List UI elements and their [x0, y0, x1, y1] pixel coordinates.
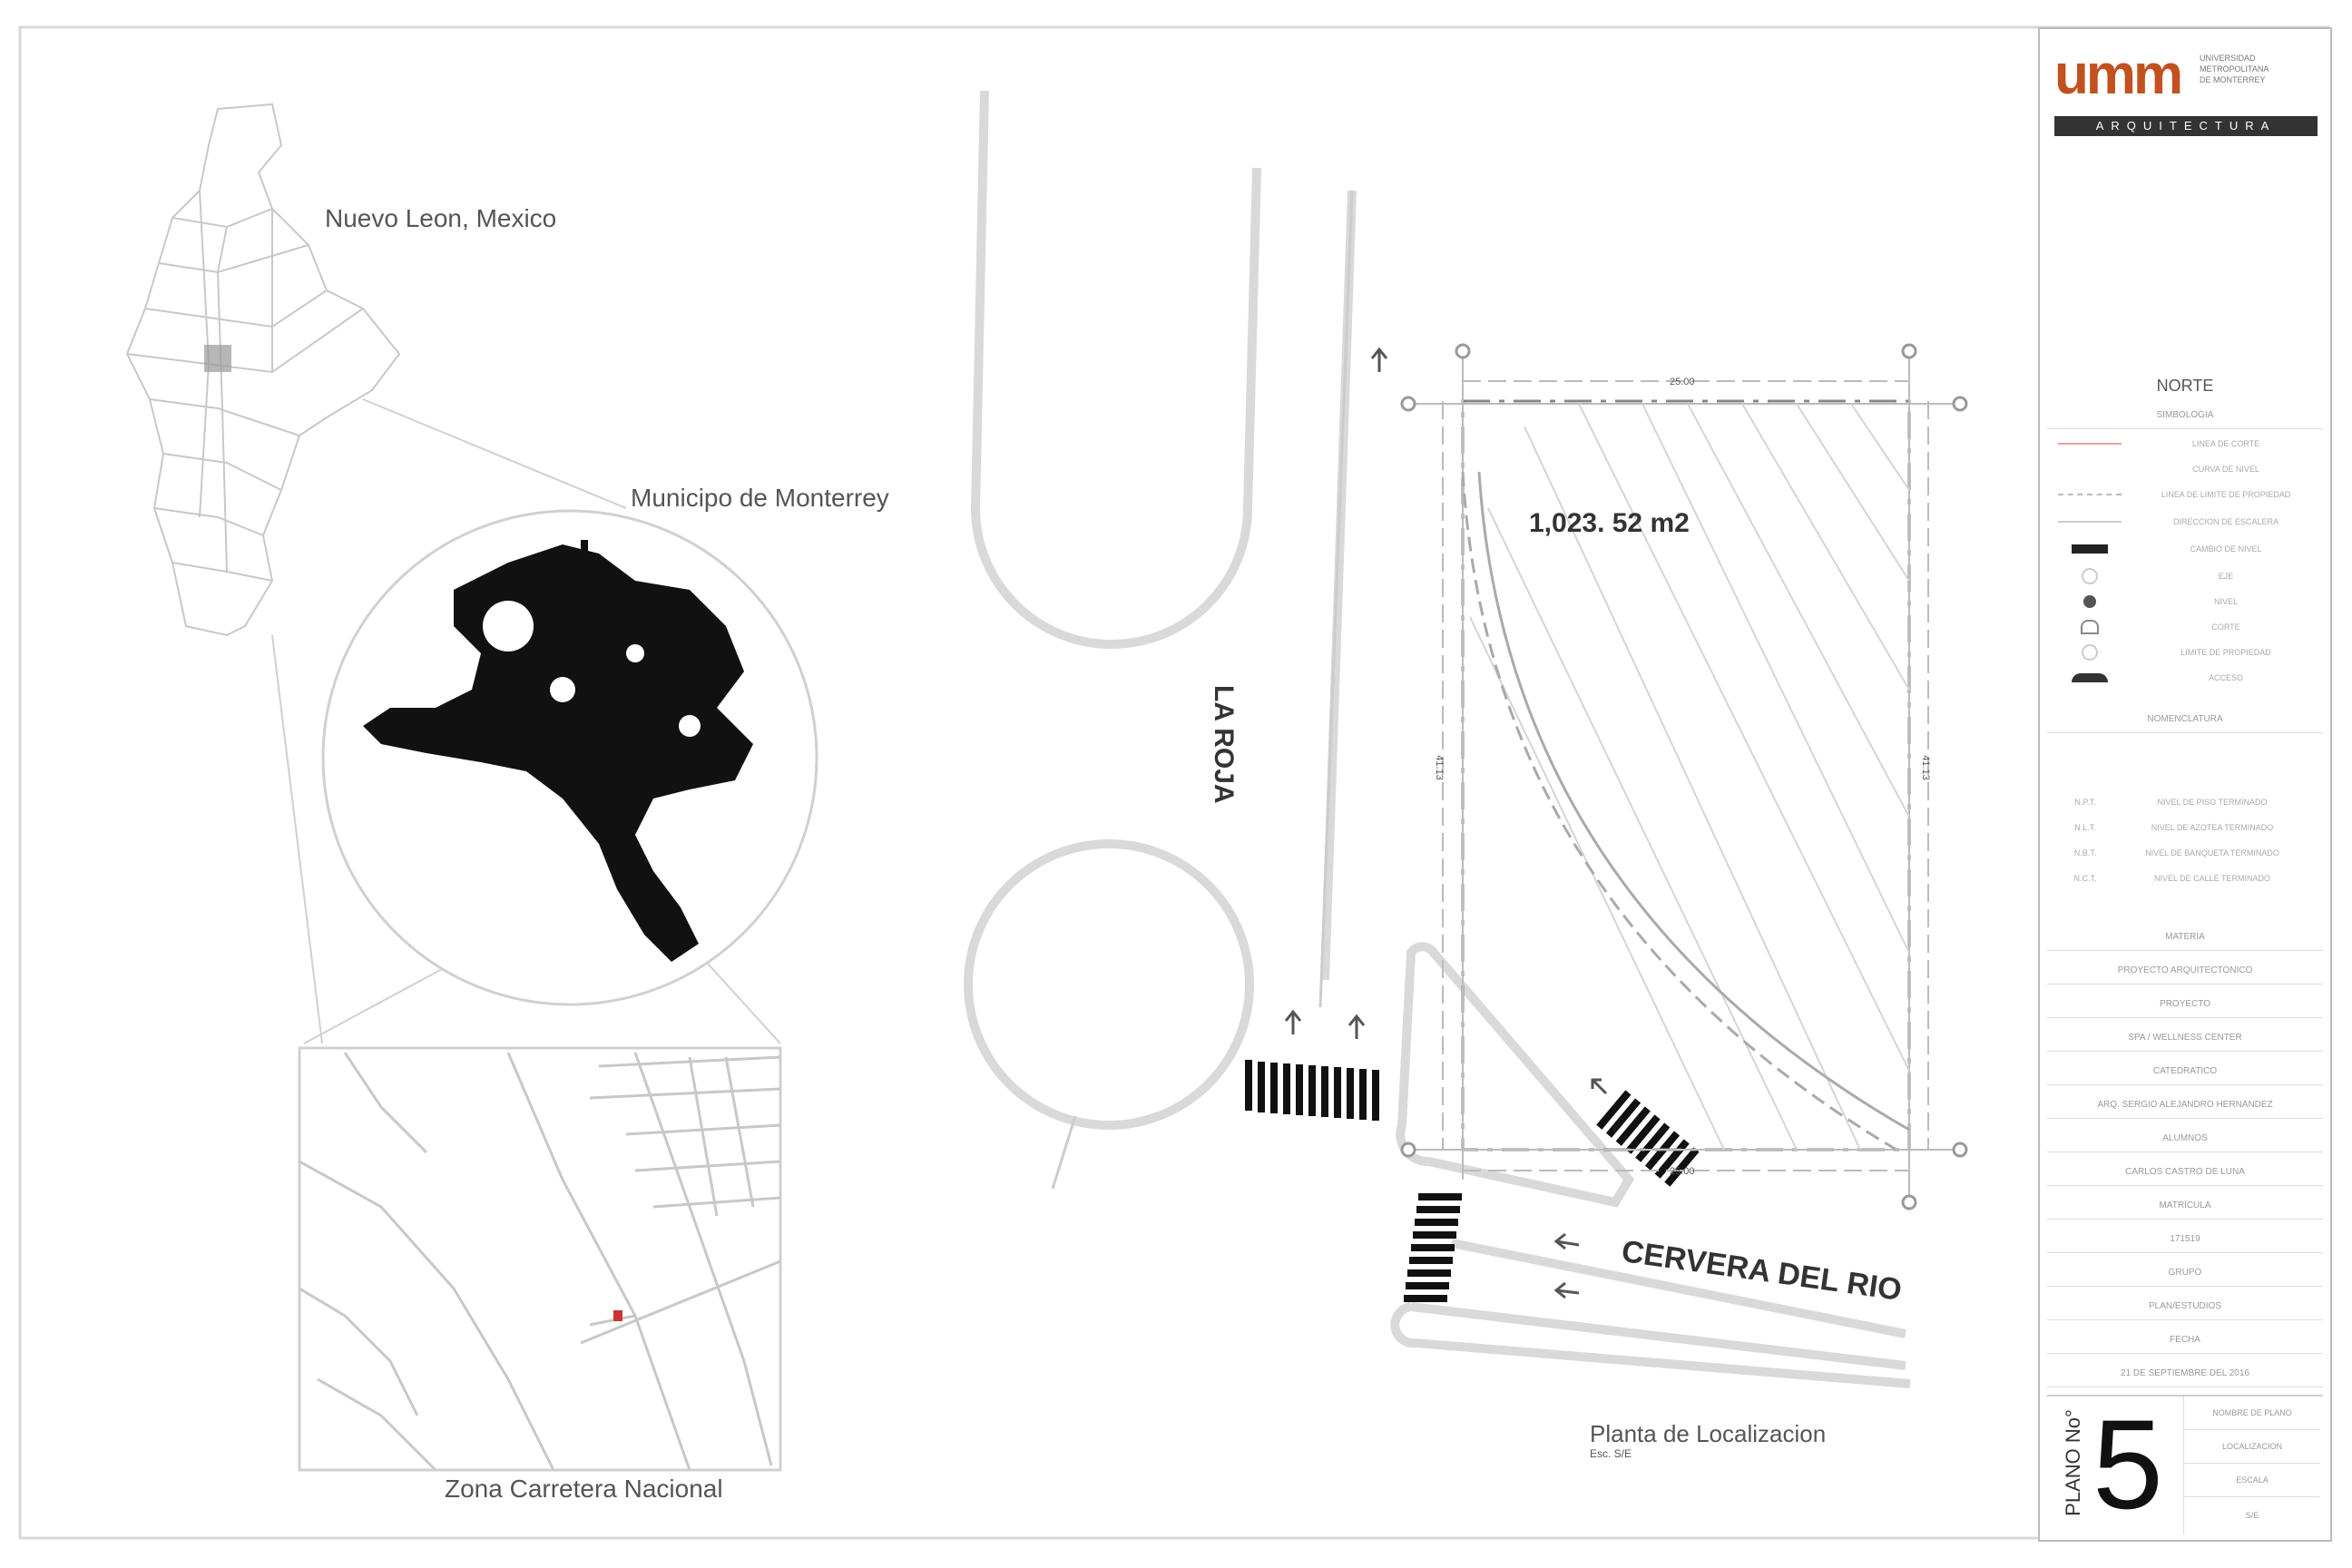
legend-text: EJE	[2218, 572, 2234, 581]
nomenclature-row: N.B.T. NIVEL DE BANQUETA TERMINADO	[2058, 842, 2312, 864]
logo-mark: umm	[2054, 44, 2183, 106]
dim-top: 25.00	[1670, 377, 1695, 387]
legend-text: LIMITE DE PROPIEDAD	[2180, 648, 2271, 657]
access-symbol	[2049, 673, 2131, 682]
info-row-materia-value: PROYECTO ARQUITECTONICO	[2047, 956, 2323, 985]
traffic-island	[1396, 942, 1635, 1208]
lower-road	[1390, 1239, 1911, 1388]
north-label: NORTE	[2156, 377, 2214, 395]
logo-subtitle-line: DE MONTERREY	[2200, 75, 2266, 84]
info-row-catedratico: CATEDRATICO	[2047, 1057, 2323, 1085]
section-line-symbol	[2049, 443, 2131, 445]
info-row-proyecto-value: SPA / WELLNESS CENTER	[2047, 1024, 2323, 1052]
level-symbol	[2049, 595, 2131, 608]
info-row-proyecto: PROYECTO	[2047, 990, 2323, 1018]
legend-text: CORTE	[2211, 622, 2240, 632]
property-limit-symbol	[2049, 644, 2131, 661]
legend-row: LINEA DE CORTE	[2049, 432, 2321, 456]
plano-info-line: NOMBRE DE PLANO	[2184, 1396, 2320, 1430]
plano-info-line: S/E	[2245, 1511, 2259, 1520]
logo-subtitle-line: METROPOLITANA	[2200, 64, 2269, 74]
legend-text: DIRECCION DE ESCALERA	[2172, 517, 2279, 526]
info-row-alumnos: ALUMNOS	[2047, 1124, 2323, 1152]
legend-row: EJE	[2049, 564, 2321, 588]
info-row-fecha-value: 21 DE SEPTIEMBRE DEL 2016	[2047, 1359, 2323, 1387]
logo-subtitle: UNIVERSIDAD METROPOLITANA DE MONTERREY	[2200, 53, 2269, 85]
dim-bottom: 25.00	[1670, 1166, 1695, 1177]
plan-title: Planta de Localizacion	[1590, 1420, 1827, 1447]
legend-text: CURVA DE NIVEL	[2192, 465, 2259, 474]
nomenclature-row: N.L.T. NIVEL DE AZOTEA TERMINADO	[2058, 817, 2312, 838]
info-row-fecha: FECHA	[2047, 1326, 2323, 1354]
street-label-la-roja: LA ROJA	[1209, 685, 1239, 804]
municipality-silhouette	[363, 540, 753, 962]
nomenclature-desc: NIVEL DE BANQUETA TERMINADO	[2145, 848, 2279, 858]
info-row-catedratico-value: ARQ. SERGIO ALEJANDRO HERNANDEZ	[2047, 1091, 2323, 1119]
road-outlines	[964, 90, 1357, 1130]
info-row-alumnos-value: CARLOS CASTRO DE LUNA	[2047, 1158, 2323, 1186]
plano-label: PLANO No°	[2061, 1409, 2084, 1516]
logo-banner: ARQUITECTURA	[2054, 116, 2318, 136]
crosswalk-south	[1404, 1193, 1462, 1302]
legend-text: ACCESO	[2208, 673, 2243, 682]
dim-left: 41.13	[1433, 755, 1445, 780]
legend-row: NIVEL	[2049, 590, 2321, 613]
plan-scale: Esc. S/E	[1590, 1447, 1632, 1460]
zone-map-streets	[299, 1052, 781, 1472]
nomenclature-desc: NIVEL DE CALLE TERMINADO	[2153, 874, 2271, 883]
legend-row: LIMITE DE PROPIEDAD	[2049, 641, 2321, 664]
plano-info-line: ESCALA	[2184, 1464, 2320, 1497]
nomenclature-row: N.C.T. NIVEL DE CALLE TERMINADO	[2058, 867, 2312, 889]
nomenclature-code: N.L.T.	[2074, 823, 2096, 832]
info-row-matricula: MATRICULA	[2047, 1191, 2323, 1220]
info-row-grupo-value: PLAN/ESTUDIOS	[2047, 1292, 2323, 1320]
title-block: umm UNIVERSIDAD METROPOLITANA DE MONTERR…	[2038, 27, 2332, 1542]
nomenclature-desc: NIVEL DE PISO TERMINADO	[2157, 798, 2268, 807]
cut-symbol	[2049, 620, 2131, 634]
nomenclature-desc: NIVEL DE AZOTEA TERMINADO	[2151, 823, 2274, 832]
traffic-arrows	[1284, 347, 1608, 1299]
nomenclature-row: N.P.T. NIVEL DE PISO TERMINADO	[2058, 791, 2312, 813]
stair-direction-symbol	[2049, 521, 2131, 523]
road-centerlines	[1051, 190, 1354, 1190]
lot-area-label: 1,023. 52 m2	[1529, 508, 1690, 538]
legend-row: DIRECCION DE ESCALERA	[2049, 510, 2321, 534]
dim-right: 41.13	[1919, 755, 1931, 780]
simbologia-title: SIMBOLOGIA	[2047, 401, 2323, 429]
plano-number: 5	[2092, 1393, 2163, 1535]
legend-row: CAMBIO DE NIVEL	[2049, 537, 2321, 561]
nomenclature-code: N.C.T.	[2073, 874, 2097, 883]
level-change-symbol	[2049, 544, 2131, 554]
nomenclature-code: N.P.T.	[2074, 798, 2096, 807]
zone-site-marker	[613, 1310, 622, 1321]
legend-row: CORTE	[2049, 615, 2321, 639]
zone-map-label: Zona Carretera Nacional	[445, 1475, 723, 1503]
legend-text: LINEA DE LIMITE DE PROPIEDAD	[2161, 490, 2291, 499]
plano-block: PLANO No° 5 NOMBRE DE PLANO LOCALIZACION…	[2047, 1395, 2323, 1534]
legend-text: NIVEL	[2213, 597, 2238, 606]
municipality-map-label: Municipo de Monterrey	[631, 484, 889, 512]
crosswalk-west	[1245, 1060, 1379, 1121]
info-row-materia: MATERIA	[2047, 923, 2323, 951]
legend-row: CURVA DE NIVEL	[2049, 457, 2321, 481]
legend-text: LINEA DE CORTE	[2191, 439, 2260, 448]
legend-row: ACCESO	[2049, 666, 2321, 690]
state-map-label: Nuevo Leon, Mexico	[325, 204, 557, 232]
legend-row: LINEA DE LIMITE DE PROPIEDAD	[2049, 483, 2321, 506]
state-map	[125, 103, 401, 637]
property-line-symbol	[2049, 494, 2131, 495]
plano-info: NOMBRE DE PLANO LOCALIZACION ESCALA S/E	[2183, 1396, 2320, 1534]
axis-symbol	[2049, 568, 2131, 584]
info-row-matricula-value: 171519	[2047, 1225, 2323, 1253]
plano-info-line: LOCALIZACION	[2184, 1430, 2320, 1464]
state-highlight	[204, 345, 231, 372]
legend-text: CAMBIO DE NIVEL	[2190, 544, 2262, 554]
logo-subtitle-line: UNIVERSIDAD	[2200, 54, 2256, 63]
property-lot	[1400, 343, 1968, 1210]
nomenclatura-title: NOMENCLATURA	[2047, 705, 2323, 733]
nomenclature-code: N.B.T.	[2073, 848, 2097, 858]
logo: umm UNIVERSIDAD METROPOLITANA DE MONTERR…	[2054, 45, 2318, 145]
info-row-grupo: GRUPO	[2047, 1259, 2323, 1287]
